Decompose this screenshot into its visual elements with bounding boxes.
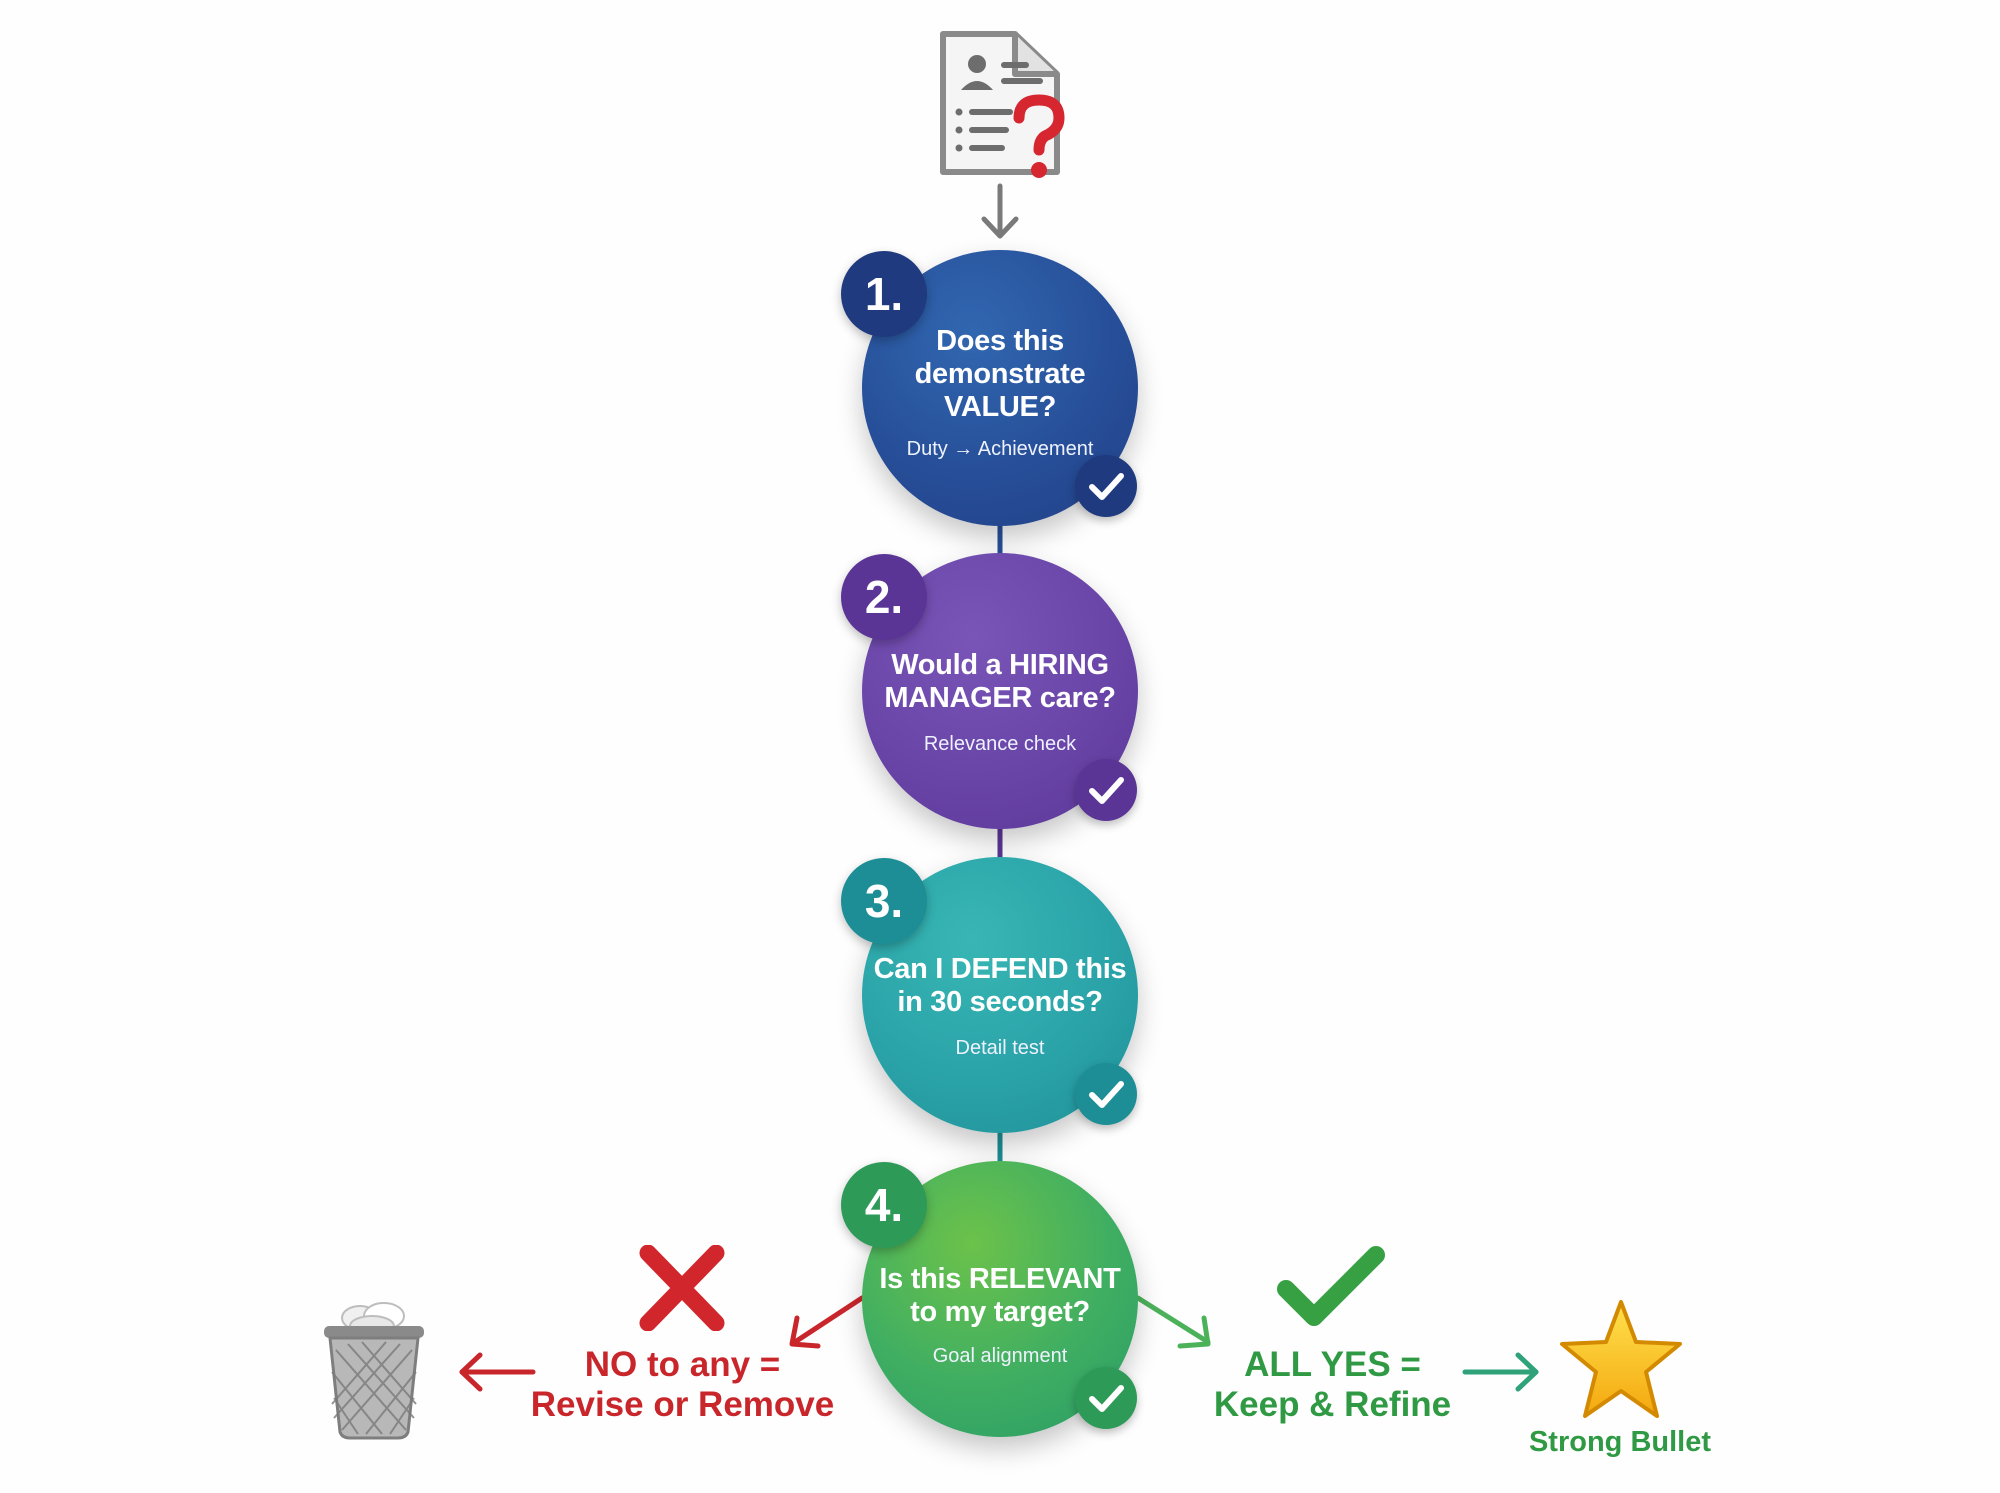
no-outcome-label: NO to any = Revise or Remove	[510, 1345, 855, 1425]
yes-outcome-line-2: Keep & Refine	[1213, 1385, 1452, 1424]
step-4-question-line-2: to my target?	[910, 1296, 1090, 1328]
step-1-question-line-2: demonstrate	[914, 358, 1086, 390]
step-3-question-line-2: in 30 seconds?	[897, 986, 1103, 1018]
step-2-subtitle: Relevance check	[923, 733, 1077, 755]
resume-question-icon	[940, 31, 1065, 178]
arrow-step4-to-yes	[1135, 1295, 1211, 1349]
step-2-question-line-1: Would a HIRING	[891, 649, 1109, 681]
step-4-subtitle: Goal alignment	[932, 1345, 1068, 1367]
trash-bin-icon	[324, 1302, 424, 1440]
step-4-number-badge: 4.	[841, 1162, 927, 1248]
step-3-check-icon	[1075, 1063, 1137, 1125]
yes-outcome-label: ALL YES = Keep & Refine	[1180, 1345, 1485, 1425]
step-2-number-badge: 2.	[841, 554, 927, 640]
step-3-subtitle: Detail test	[955, 1037, 1045, 1059]
step-3-number-badge: 3.	[841, 858, 927, 944]
strong-bullet-label: Strong Bullet	[1528, 1426, 1712, 1458]
step-1-question-line-3: VALUE?	[943, 391, 1057, 423]
yes-outcome-line-1: ALL YES =	[1244, 1345, 1421, 1384]
no-outcome-line-2: Revise or Remove	[530, 1385, 835, 1424]
green-check-icon	[1277, 1246, 1385, 1326]
step-1-number-badge: 1.	[841, 251, 927, 337]
step-2-check-icon	[1075, 759, 1137, 821]
red-x-icon	[639, 1245, 725, 1331]
star-icon	[1560, 1300, 1682, 1418]
arrow-doc-to-step1	[981, 183, 1019, 239]
step-1-question-line-1: Does this	[936, 325, 1064, 357]
step-1-subtitle: Duty → Achievement	[906, 438, 1094, 460]
step-2-question-line-2: MANAGER care?	[884, 682, 1116, 714]
no-outcome-line-1: NO to any =	[584, 1345, 781, 1384]
step-1-check-icon	[1075, 455, 1137, 517]
step-3-question-line-1: Can I DEFEND this	[873, 953, 1127, 985]
arrow-yes-to-star	[1462, 1352, 1539, 1392]
step-4-question-line-1: Is this RELEVANT	[879, 1263, 1121, 1295]
arrow-no-to-trash	[459, 1352, 536, 1392]
step-4-check-icon	[1075, 1367, 1137, 1429]
arrow-step4-to-no	[789, 1295, 865, 1349]
